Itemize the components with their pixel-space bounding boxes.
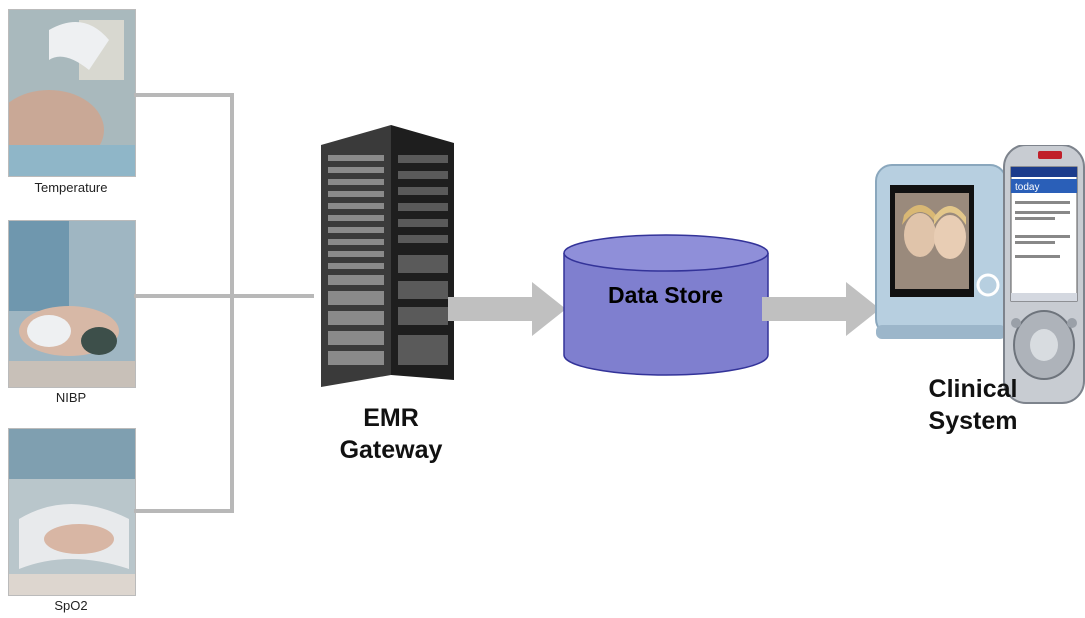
svg-text:today: today [1015,182,1039,193]
server-rack-icon [316,125,456,395]
temperature-label: Temperature [34,180,108,195]
clinical-label-line2: System [928,407,1018,435]
gateway-label-line1: EMR [363,404,419,432]
clinical-label-line1: Clinical [928,375,1018,403]
connector-bus [230,93,234,513]
clinical-system-label: Clinical System [898,373,1048,437]
nibp-label: NIBP [55,390,87,405]
nibp-photo [8,220,136,388]
arrow-to-clinical-system [762,282,880,336]
temperature-photo [8,9,136,177]
connector-spo2 [134,509,234,513]
gateway-label-line2: Gateway [339,436,443,464]
spo2-label: SpO2 [54,598,88,613]
handheld-device-icon: today [870,144,1085,405]
database-cylinder-icon [561,233,771,379]
spo2-photo [8,428,136,596]
connector-nibp [134,294,314,298]
connector-temperature [134,93,234,97]
data-store-label: Data Store [607,282,724,308]
gateway-label: EMR Gateway [316,402,466,466]
arrow-to-data-store [448,282,566,336]
